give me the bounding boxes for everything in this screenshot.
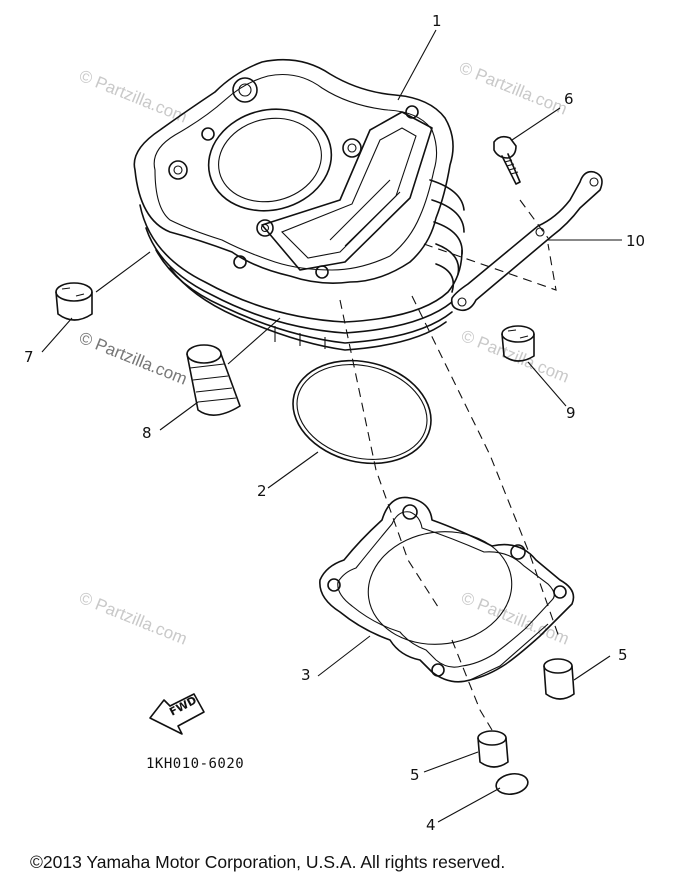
- callout-3: 3: [301, 666, 311, 684]
- callout-9: 9: [566, 404, 576, 422]
- copyright-text: ©2013 Yamaha Motor Corporation, U.S.A. A…: [30, 852, 505, 872]
- callout-2: 2: [257, 482, 267, 500]
- dowel-pin-5-lower: [477, 730, 509, 768]
- cylinder-gasket: [319, 496, 575, 683]
- watermark: © Partzilla.com: [459, 326, 572, 387]
- callout-6: 6: [564, 90, 574, 108]
- callout-8: 8: [142, 424, 152, 442]
- cylinder: [133, 58, 465, 351]
- watermark: © Partzilla.com: [457, 58, 570, 119]
- bolt: [493, 135, 521, 185]
- leader-lines: [41, 29, 622, 823]
- o-ring: [292, 359, 432, 465]
- dowel-pin-9: [501, 325, 535, 362]
- callout-5-lower: 5: [410, 766, 420, 784]
- assembly-lines: [339, 199, 561, 731]
- callout-10: 10: [626, 232, 645, 250]
- watermark: © Partzilla.com: [459, 588, 572, 649]
- stud-pin-8: [186, 344, 241, 416]
- callout-4: 4: [426, 816, 436, 834]
- diagram-code: 1KH010-6020: [146, 756, 244, 772]
- callout-1: 1: [432, 12, 442, 30]
- bracket: [450, 170, 603, 312]
- fwd-arrow: FWD: [149, 693, 205, 735]
- circlip: [495, 772, 529, 796]
- watermark: © Partzilla.com: [77, 328, 190, 389]
- watermarks: © Partzilla.com © Partzilla.com © Partzi…: [77, 58, 572, 649]
- callouts: 1 2 3 4 5 5 6 7 8 9 10 1KH010-6020: [24, 12, 645, 834]
- watermark: © Partzilla.com: [77, 588, 190, 649]
- callout-5-right: 5: [618, 646, 628, 664]
- callout-7: 7: [24, 348, 34, 366]
- fwd-label: FWD: [167, 694, 199, 719]
- dowel-pin-7: [55, 282, 93, 321]
- watermark: © Partzilla.com: [77, 66, 190, 127]
- dowel-pin-5-right: [543, 658, 575, 700]
